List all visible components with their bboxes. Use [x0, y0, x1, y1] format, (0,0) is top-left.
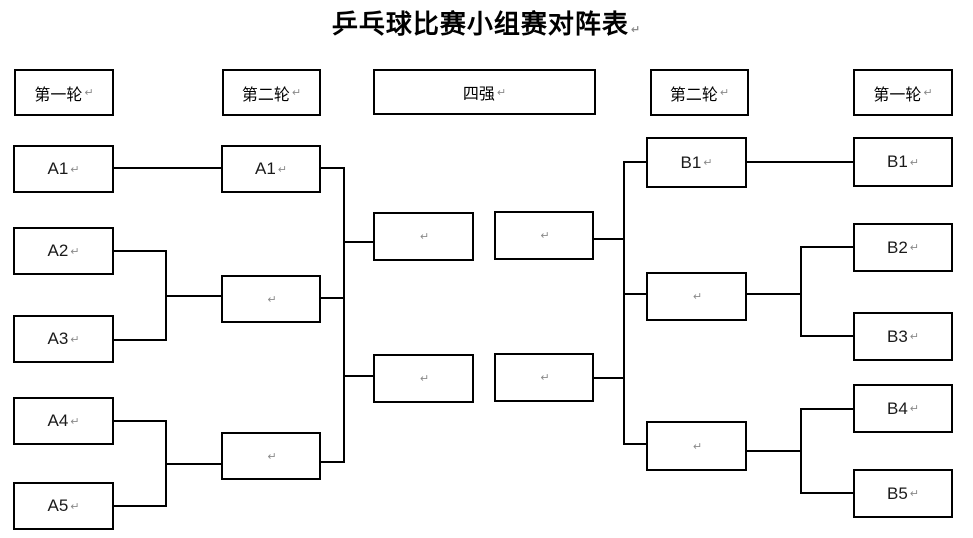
paragraph-mark: ↵ — [84, 86, 94, 99]
team-label: A1 — [254, 159, 276, 178]
header-label: 第一轮 — [34, 86, 83, 104]
box-right-r1-b4: B4↵ — [853, 384, 953, 433]
header-left-round2: 第二轮↵ — [222, 69, 321, 116]
connector-line — [800, 408, 802, 494]
box-semifinal-right-bottom: ↵ — [494, 353, 594, 402]
connector-line — [113, 167, 221, 169]
connector-line — [343, 375, 373, 377]
paragraph-mark: ↵ — [496, 85, 507, 99]
connector-line — [747, 293, 802, 295]
team-label: B3 — [886, 326, 908, 346]
connector-line — [623, 293, 646, 295]
connector-line — [623, 161, 625, 445]
paragraph-mark: ↵ — [909, 241, 919, 254]
header-semifinal: 四强↵ — [373, 69, 596, 115]
box-left-r1-a5: A5↵ — [13, 482, 114, 530]
header-right-round1: 第一轮↵ — [853, 69, 953, 116]
paragraph-mark: ↵ — [70, 244, 80, 258]
team-label: B5 — [886, 483, 908, 503]
connector-line — [800, 246, 802, 337]
header-right-round2: 第二轮↵ — [650, 69, 749, 116]
paragraph-mark: ↵ — [70, 162, 80, 176]
box-right-r1-b3: B3↵ — [853, 312, 953, 361]
header-label: 第二轮 — [241, 86, 290, 104]
connector-line — [321, 167, 345, 169]
connector-line — [321, 461, 345, 463]
page-title-text: 乒乓球比赛小组赛对阵表 — [331, 10, 629, 39]
team-label: B1 — [886, 152, 908, 171]
connector-line — [113, 250, 167, 252]
box-left-r1-a3: A3↵ — [13, 315, 114, 363]
paragraph-mark: ↵ — [719, 86, 730, 99]
paragraph-mark: ↵ — [291, 86, 302, 99]
box-left-r2-winner3: ↵ — [221, 432, 321, 480]
paragraph-mark: ↵ — [692, 439, 703, 453]
page-title: 乒乓球比赛小组赛对阵表↵ — [0, 4, 973, 41]
connector-line — [113, 505, 167, 507]
paragraph-mark: ↵ — [909, 402, 919, 415]
box-left-r1-a1: A1↵ — [13, 145, 114, 193]
paragraph-mark: ↵ — [267, 449, 277, 463]
connector-line — [321, 297, 345, 299]
team-label: B2 — [886, 237, 908, 257]
connector-line — [800, 335, 853, 337]
box-left-r2-winner1: A1↵ — [221, 145, 321, 193]
box-semifinal-left-bottom: ↵ — [373, 354, 474, 403]
paragraph-mark: ↵ — [909, 155, 919, 169]
box-right-r1-b1: B1↵ — [853, 137, 953, 187]
team-label: A5 — [47, 496, 69, 515]
connector-line — [113, 339, 167, 341]
paragraph-mark: ↵ — [703, 156, 713, 169]
header-label: 第二轮 — [669, 86, 718, 104]
connector-line — [747, 161, 853, 163]
paragraph-mark: ↵ — [419, 372, 430, 385]
paragraph-mark: ↵ — [909, 487, 919, 500]
paragraph-mark: ↵ — [70, 499, 80, 513]
paragraph-mark: ↵ — [909, 330, 919, 343]
paragraph-mark: ↵ — [277, 162, 287, 176]
connector-line — [623, 443, 646, 445]
header-left-round1: 第一轮↵ — [14, 69, 114, 116]
box-semifinal-left-top: ↵ — [373, 212, 474, 261]
box-right-r2-winner2: ↵ — [646, 272, 747, 321]
paragraph-mark: ↵ — [540, 371, 550, 384]
connector-line — [594, 238, 623, 240]
box-right-r2-winner3: ↵ — [646, 421, 747, 471]
connector-line — [113, 420, 167, 422]
paragraph-mark: ↵ — [540, 229, 550, 242]
connector-line — [800, 492, 853, 494]
team-label: A4 — [47, 411, 69, 430]
connector-line — [165, 463, 221, 465]
connector-line — [343, 241, 373, 243]
team-label: A3 — [47, 329, 69, 348]
box-right-r1-b2: B2↵ — [853, 223, 953, 272]
box-left-r1-a2: A2↵ — [13, 227, 114, 275]
header-label: 四强 — [462, 86, 495, 103]
paragraph-mark: ↵ — [267, 292, 277, 306]
header-label: 第一轮 — [873, 86, 922, 104]
team-label: B1 — [680, 152, 702, 172]
box-semifinal-right-top: ↵ — [494, 211, 594, 260]
connector-line — [343, 167, 345, 463]
connector-line — [623, 161, 646, 163]
box-right-r1-b5: B5↵ — [853, 469, 953, 518]
connector-line — [800, 408, 853, 410]
paragraph-mark: ↵ — [70, 414, 80, 428]
box-left-r1-a4: A4↵ — [13, 397, 114, 445]
connector-line — [747, 450, 802, 452]
paragraph-mark: ↵ — [692, 290, 703, 303]
connector-line — [165, 295, 221, 297]
box-left-r2-winner2: ↵ — [221, 275, 321, 323]
paragraph-mark: ↵ — [630, 23, 642, 36]
team-label: A2 — [47, 241, 69, 260]
paragraph-mark: ↵ — [923, 86, 933, 99]
paragraph-mark: ↵ — [419, 230, 430, 243]
box-right-r2-winner1: B1↵ — [646, 137, 747, 188]
team-label: B4 — [886, 398, 908, 418]
paragraph-mark: ↵ — [70, 332, 80, 346]
connector-line — [800, 246, 853, 248]
team-label: A1 — [47, 159, 69, 178]
connector-line — [594, 377, 623, 379]
